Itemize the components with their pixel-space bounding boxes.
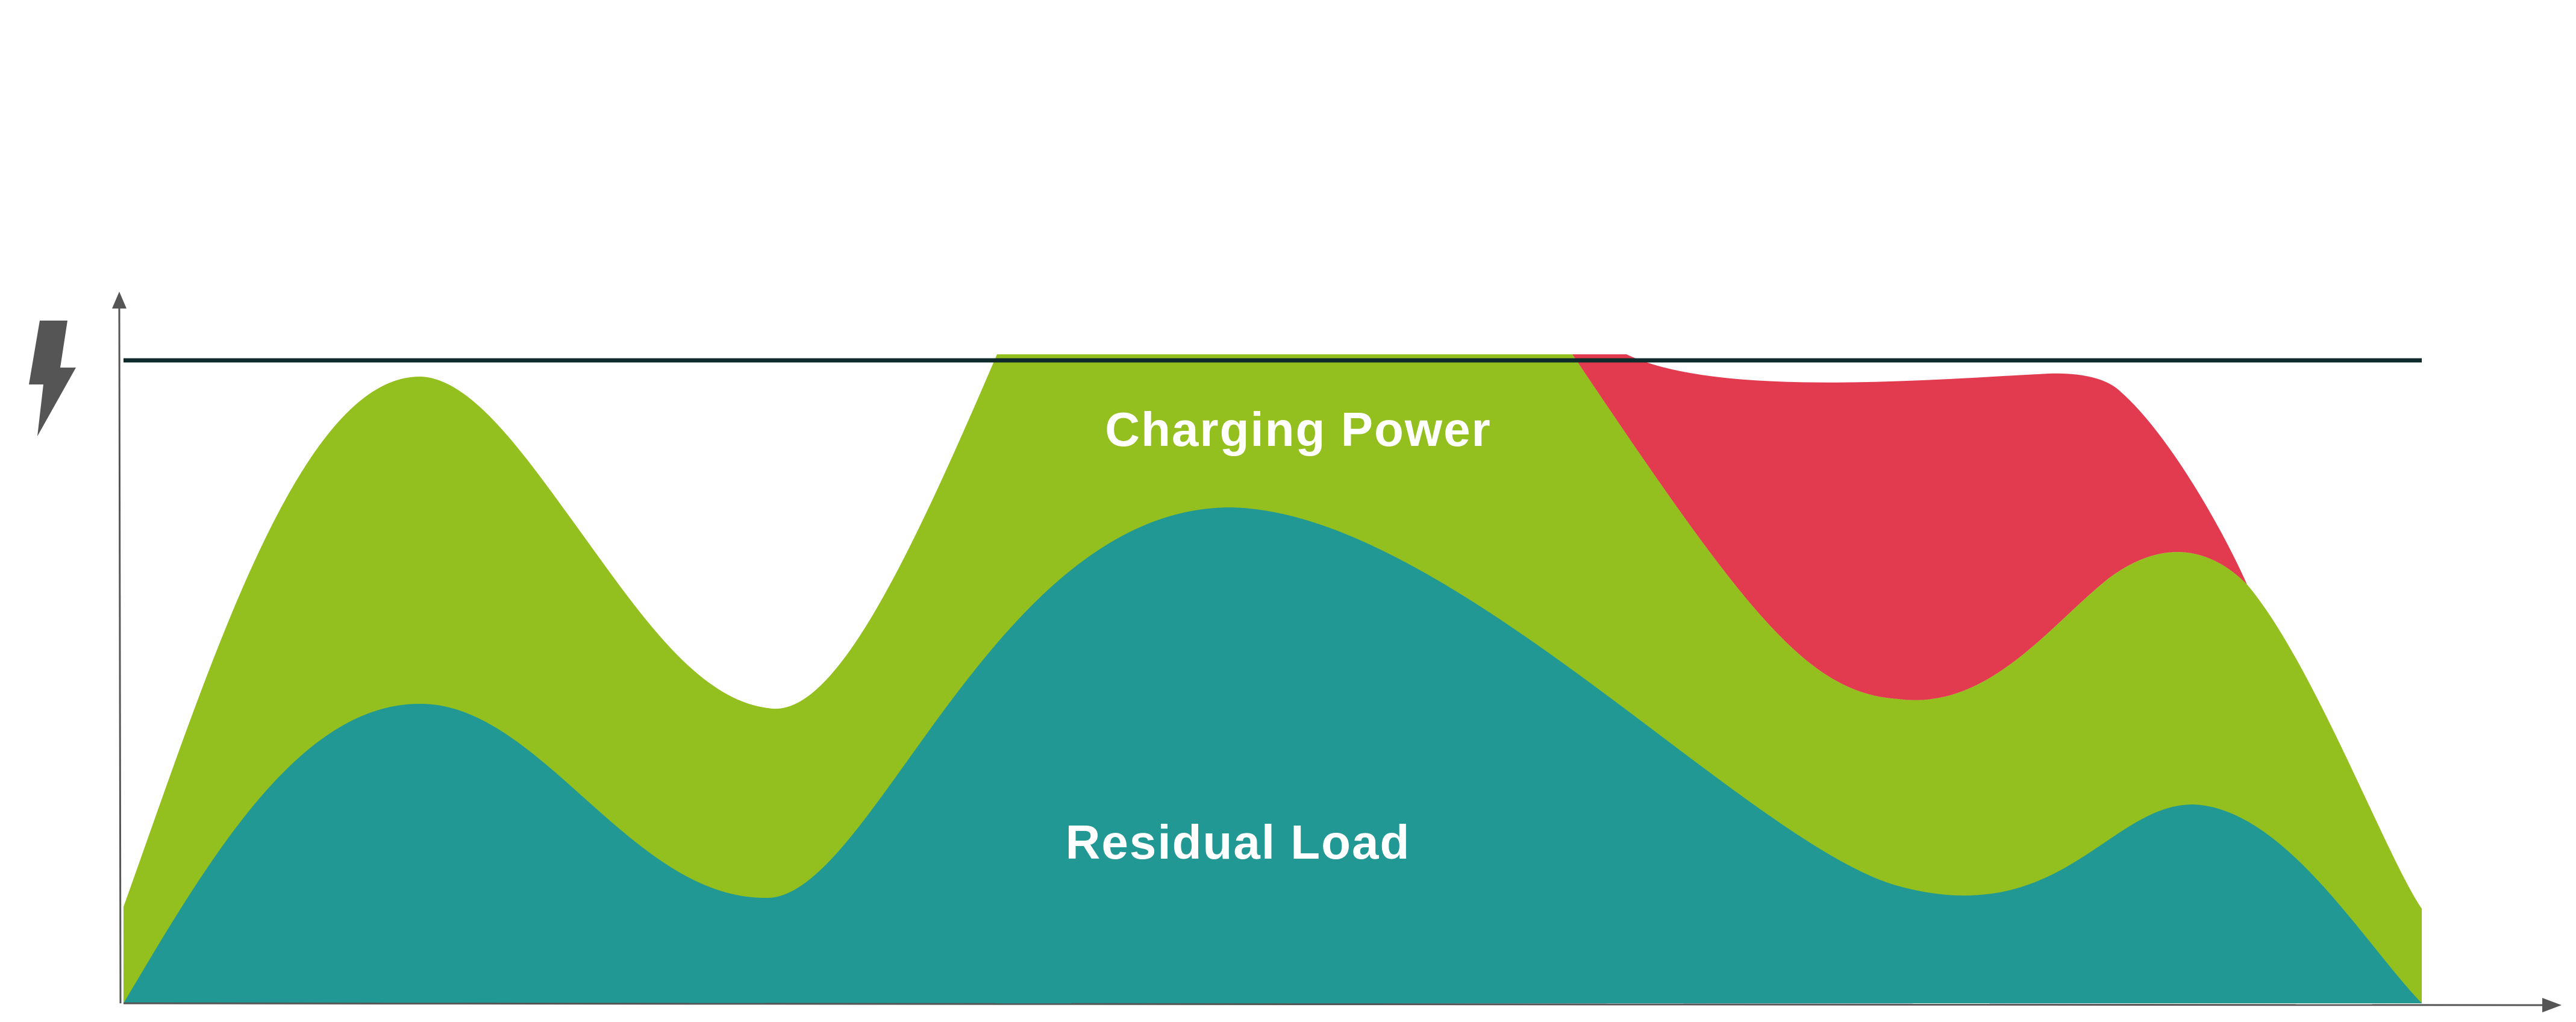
residual-load-label: Residual Load — [1066, 815, 1411, 869]
residual-load-area — [123, 507, 2422, 1003]
lightning-bolt-icon — [29, 321, 76, 436]
y-axis-arrow-icon — [112, 292, 127, 309]
y-axis — [118, 306, 122, 1004]
exceeding-limit-area — [1572, 354, 2247, 700]
charging-power-label: Charging Power — [1105, 403, 1491, 456]
x-axis — [123, 1002, 2546, 1006]
x-axis-arrow-icon — [2542, 998, 2562, 1012]
